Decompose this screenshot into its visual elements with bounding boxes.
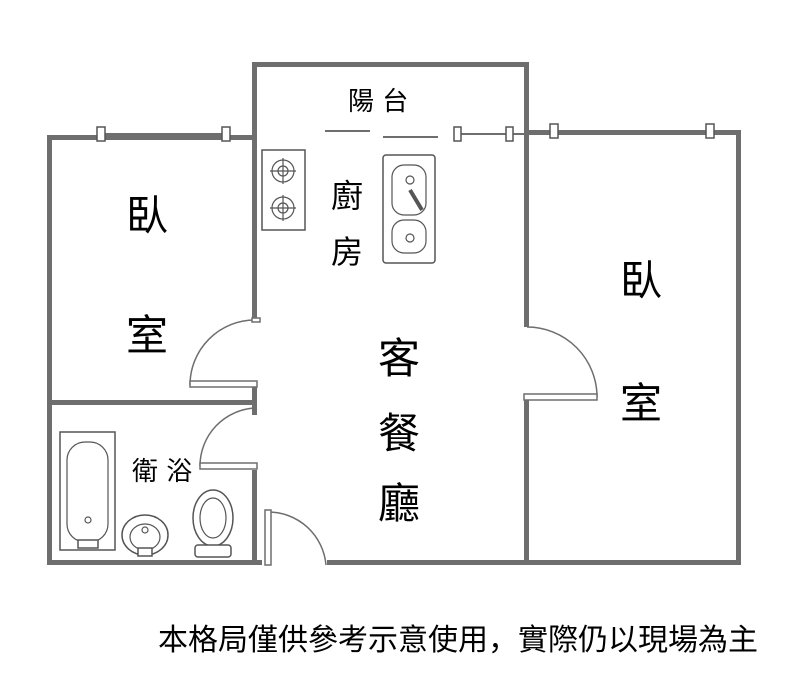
right-bedroom-label-1: 臥 xyxy=(620,256,662,305)
stove-icon xyxy=(261,149,306,231)
bathroom-bottom-wall xyxy=(47,560,262,565)
living-right-wall-upper xyxy=(524,135,529,327)
washbasin-icon xyxy=(121,514,169,557)
balcony-left-wall xyxy=(252,62,257,140)
living-bottom-wall xyxy=(327,560,529,565)
doors xyxy=(189,317,598,566)
left-bedroom-door-arc xyxy=(189,319,256,386)
balcony-top-wall xyxy=(252,62,529,67)
walls xyxy=(47,62,741,565)
right-outer-wall xyxy=(736,130,741,565)
window-icon xyxy=(549,123,559,139)
door-icon xyxy=(264,509,272,566)
right-bedroom-top-wall xyxy=(524,130,741,135)
living-label-1: 客 xyxy=(378,334,420,383)
bathroom-label: 衛 浴 xyxy=(132,457,192,487)
window-icon xyxy=(453,126,462,142)
left-bedroom-label-1: 臥 xyxy=(126,191,168,240)
kitchen-label-1: 廚 xyxy=(331,177,363,215)
door-icon xyxy=(523,393,598,401)
bathtub-icon xyxy=(59,431,116,551)
left-bedroom-top-wall xyxy=(47,135,257,140)
window-icon xyxy=(505,126,514,142)
window-icon xyxy=(221,126,231,142)
living-label-3: 廳 xyxy=(378,479,420,528)
left-outer-wall xyxy=(47,135,52,565)
windows xyxy=(96,123,715,142)
window-icon xyxy=(96,126,106,142)
balcony-right-wall xyxy=(524,62,529,140)
kitchen-label-2: 房 xyxy=(331,233,363,271)
door-jamb xyxy=(251,317,261,323)
right-bedroom-label-2: 室 xyxy=(620,379,662,428)
living-label-2: 餐 xyxy=(378,409,420,458)
bathroom-right-wall-lower xyxy=(252,470,257,565)
bathroom-door-arc xyxy=(199,407,256,467)
window-icon xyxy=(705,123,715,139)
right-bedroom-door-arc xyxy=(526,326,598,398)
entrance-door-arc xyxy=(267,511,327,566)
left-bedroom-bottom-wall xyxy=(47,400,257,405)
right-bedroom-bottom-wall xyxy=(524,560,741,565)
toilet-icon xyxy=(192,489,234,558)
door-icon xyxy=(189,380,258,388)
door-icon xyxy=(199,462,258,470)
left-bedroom-label-2: 室 xyxy=(126,311,168,360)
disclaimer-text: 本格局僅供參考示意使用，實際仍以現場為主 xyxy=(158,623,758,658)
left-bedroom-right-wall-upper xyxy=(252,135,257,320)
balcony-label: 陽 台 xyxy=(348,87,408,117)
sink-icon xyxy=(382,154,436,264)
living-right-wall-lower xyxy=(524,398,529,565)
